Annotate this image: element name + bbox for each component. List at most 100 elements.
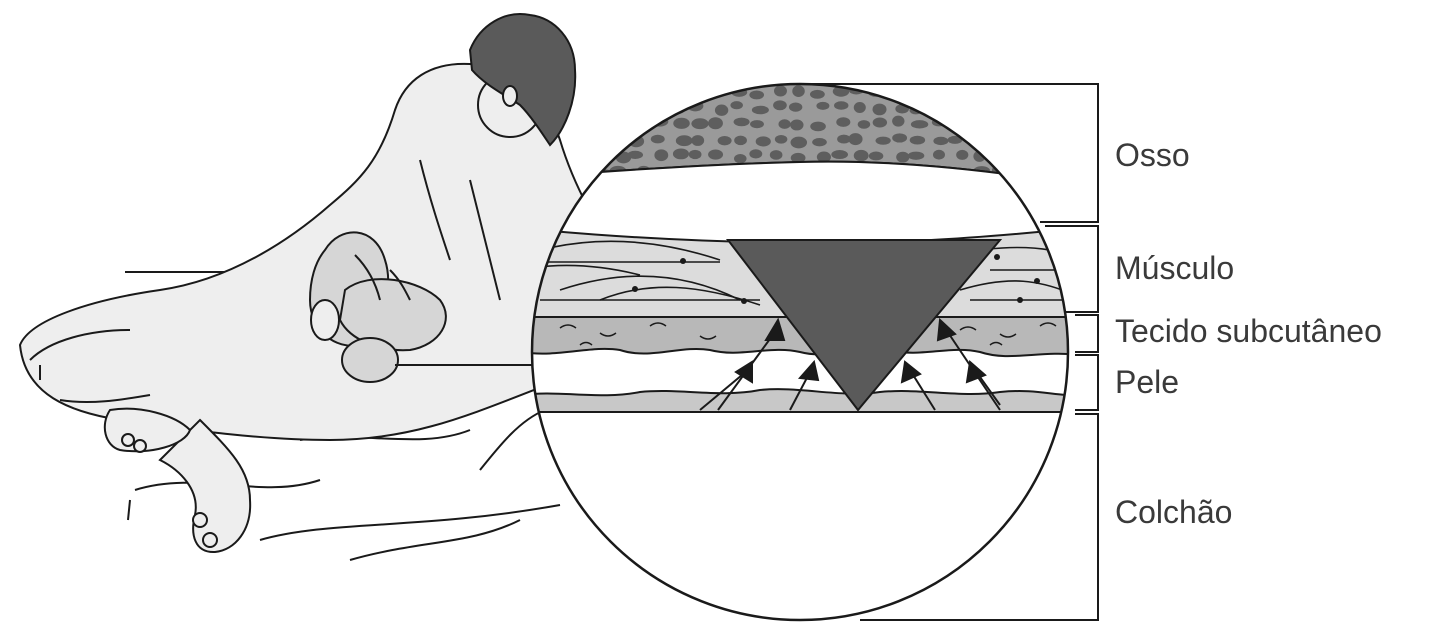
bone-pore <box>627 151 643 159</box>
label-pele: Pele <box>1115 364 1179 400</box>
bone-pore <box>911 120 928 128</box>
bone-pore <box>876 137 891 145</box>
bone-pore <box>634 86 648 97</box>
bone-pore <box>688 83 706 95</box>
bone-pore <box>873 104 887 116</box>
bone-pore <box>892 133 907 142</box>
label-osso: Osso <box>1115 137 1190 173</box>
bone-pore <box>792 85 804 97</box>
toe <box>203 533 217 547</box>
bone-pore <box>990 135 1008 146</box>
bone-pore <box>976 89 992 100</box>
bone-pore <box>674 85 689 95</box>
bone-pore <box>691 118 708 129</box>
bone-pore <box>594 88 607 97</box>
bone-pore <box>974 102 987 114</box>
bone-pore <box>673 148 689 159</box>
bone-pore <box>790 119 803 130</box>
bone-pore <box>910 136 925 145</box>
bone-pore <box>635 102 648 114</box>
bone-pore <box>756 136 771 146</box>
bone-pore <box>597 137 611 149</box>
bone-pore <box>975 133 988 142</box>
bone-pore <box>708 149 723 159</box>
bone-pore <box>708 117 723 129</box>
bone-pore <box>812 138 827 146</box>
bone-pore <box>929 86 945 95</box>
bone-pore <box>715 105 728 116</box>
magnified-cross-section <box>520 80 1080 624</box>
bone-pore <box>858 120 871 129</box>
bone-pore <box>651 135 665 144</box>
bone-pore <box>892 116 904 127</box>
bone-pore <box>952 101 967 113</box>
label-tecido-subcutaneo: Tecido subcutâneo <box>1115 313 1382 349</box>
bone-pore <box>993 103 1010 114</box>
bone-pore <box>896 152 909 163</box>
bone-pore <box>973 118 987 127</box>
bone-pore <box>612 106 624 115</box>
bone-pore <box>778 119 790 129</box>
bone-pore <box>775 135 788 144</box>
bone-pore <box>750 120 764 128</box>
bone-pore <box>613 86 625 98</box>
bone-pore <box>991 153 1008 161</box>
bone-pore <box>589 102 605 113</box>
bone-pore <box>854 102 866 113</box>
bone-pore <box>836 117 850 127</box>
bone-pore <box>730 101 742 109</box>
bone-pore <box>933 137 948 145</box>
bone-pore <box>810 90 825 99</box>
bone-pore <box>791 137 808 149</box>
bone-pore <box>654 149 668 161</box>
bone-pore <box>931 102 943 112</box>
bone-pore <box>912 89 927 99</box>
bone-pore <box>773 100 787 110</box>
bone-pore <box>676 135 693 146</box>
bone-pore <box>994 84 1008 93</box>
bone-pore <box>734 136 747 146</box>
bone-pore <box>689 150 702 159</box>
label-musculo: Músculo <box>1115 250 1234 286</box>
bone-pore <box>749 149 762 158</box>
bone-pore <box>691 135 704 146</box>
label-colchao: Colchão <box>1115 494 1232 530</box>
ear <box>503 86 517 106</box>
bone-pore <box>718 136 732 145</box>
bone-pore <box>848 133 862 145</box>
bone-pore <box>908 152 925 160</box>
bone-pore <box>588 147 605 159</box>
bone-pore <box>869 152 884 161</box>
bone-pore <box>831 150 848 159</box>
bone-pore <box>996 119 1009 130</box>
bone-pore <box>897 86 912 96</box>
toe <box>193 513 207 527</box>
bone-pore <box>734 118 750 127</box>
bracket-pele <box>1075 355 1098 410</box>
bone-pore <box>749 90 764 99</box>
bone-pore <box>834 101 848 109</box>
bone-pore <box>789 103 802 112</box>
bone-pore <box>933 150 945 160</box>
toe <box>134 440 146 452</box>
bone-pore <box>816 102 829 110</box>
bone-pore <box>770 150 783 160</box>
bone-pore <box>591 122 608 132</box>
bone-pore <box>633 121 649 132</box>
bone-pore <box>948 121 965 129</box>
bone-pore <box>774 85 787 96</box>
bone-pore <box>949 88 966 100</box>
bracket-tecido <box>1075 315 1098 352</box>
bone-pore <box>956 150 968 160</box>
bone-pore <box>734 154 747 163</box>
bone-pore <box>873 117 887 127</box>
bone-pore <box>612 119 629 131</box>
bone-pore <box>752 106 769 115</box>
bone-pore <box>673 118 690 129</box>
toe <box>122 434 134 446</box>
patient-figure <box>20 14 620 560</box>
bone-pore <box>810 122 826 132</box>
bone-pore <box>617 135 630 144</box>
bone-pore <box>854 150 869 161</box>
